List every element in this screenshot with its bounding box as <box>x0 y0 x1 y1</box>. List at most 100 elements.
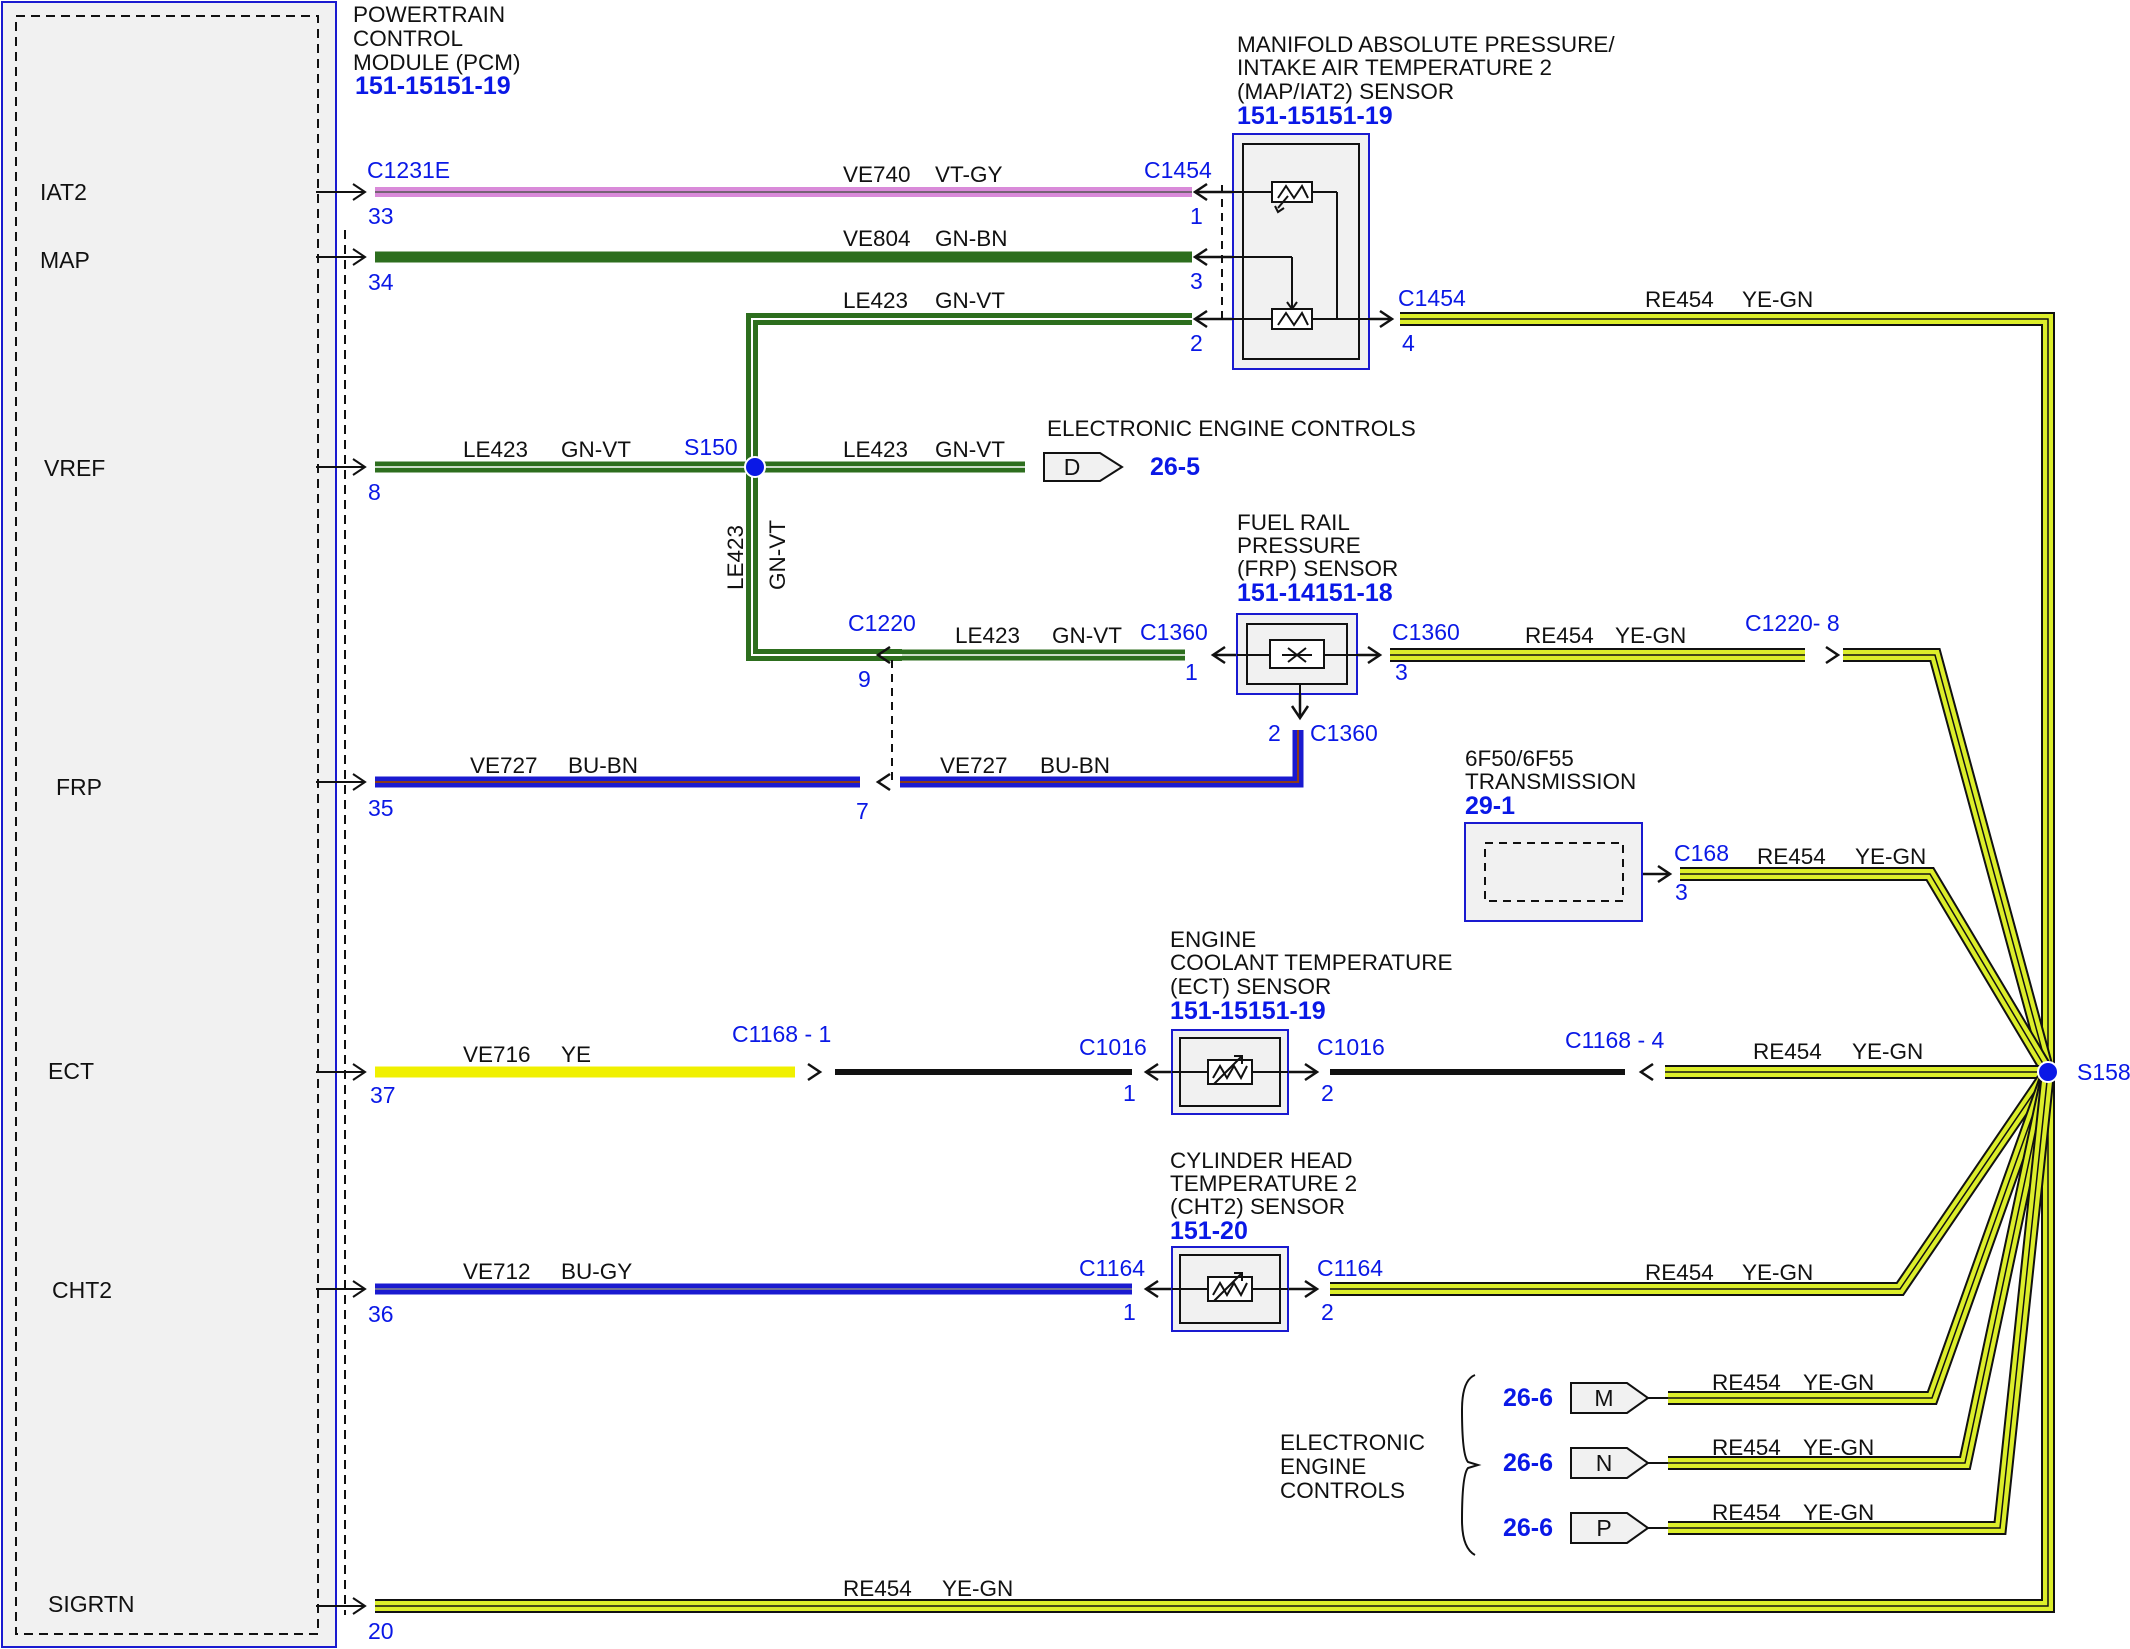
lbl-ve727-b: VE727 <box>940 753 1008 778</box>
lbl-ye-gn-4: YE-GN <box>1852 1039 1923 1064</box>
lbl-re454-3: RE454 <box>1757 844 1826 869</box>
ect-sensor: ENGINE COOLANT TEMPERATURE (ECT) SENSOR … <box>1170 927 1453 1115</box>
pcm-title-2: CONTROL <box>353 26 463 51</box>
lbl-gn-vt-a: GN-VT <box>935 288 1005 313</box>
pin-1-ect: 1 <box>1123 1080 1136 1106</box>
pin-label-vref: VREF <box>44 455 105 481</box>
eec-bottom-ref-p: 26-6 <box>1503 1514 1553 1542</box>
eec-top-title: ELECTRONIC ENGINE CONTROLS <box>1047 416 1416 441</box>
conn-c1168-1: C1168 - 1 <box>732 1021 831 1047</box>
lbl-ve712: VE712 <box>463 1259 531 1284</box>
eec-bottom-title-3: CONTROLS <box>1280 1478 1405 1503</box>
splice-s158-label: S158 <box>2077 1059 2130 1085</box>
cht2-sensor-title-3: (CHT2) SENSOR <box>1170 1194 1345 1219</box>
cht2-sensor-title-2: TEMPERATURE 2 <box>1170 1171 1357 1196</box>
cht2-sensor-title-1: CYLINDER HEAD <box>1170 1148 1353 1173</box>
lbl-ye-gn-3: YE-GN <box>1855 844 1926 869</box>
connector-labels: C1231E C1454 C1454 C1220 C1360 C1360 C13… <box>367 157 1840 1281</box>
eec-bottom-brace <box>1460 1374 1482 1556</box>
cht2-thermistor-glyph <box>1172 1272 1288 1302</box>
pin-9-c1220: 9 <box>858 666 871 692</box>
map-iat2-sensor: MANIFOLD ABSOLUTE PRESSURE/ INTAKE AIR T… <box>1232 32 1615 370</box>
conn-c1360-c: C1360 <box>1310 720 1378 746</box>
pin-35: 35 <box>368 795 394 821</box>
lbl-ve716: VE716 <box>463 1042 531 1067</box>
splices: S150 S158 <box>684 434 2130 1085</box>
conn-c1454-b: C1454 <box>1398 285 1466 311</box>
transmission-ref: 29-1 <box>1465 792 1515 820</box>
pin-label-ect: ECT <box>48 1058 94 1084</box>
eec-tag-p <box>1570 1512 1650 1544</box>
conn-c1220: C1220 <box>848 610 916 636</box>
lbl-ye-gn-7: YE-GN <box>1803 1435 1874 1460</box>
lbl-gn-vt-b: GN-VT <box>561 437 631 462</box>
lbl-le423-vert: LE423 <box>723 525 748 590</box>
pin-3-map: 3 <box>1190 268 1203 294</box>
lbl-re454-7: RE454 <box>1712 1435 1781 1460</box>
pin-numbers: 33 34 8 35 37 36 20 1 3 2 4 9 7 1 3 2 3 … <box>368 203 1688 1644</box>
lbl-ve727-a: VE727 <box>470 753 538 778</box>
pin-2-map: 2 <box>1190 330 1203 356</box>
map-sensor-title-1: MANIFOLD ABSOLUTE PRESSURE/ <box>1237 32 1615 57</box>
ect-sensor-title-2: COOLANT TEMPERATURE <box>1170 950 1453 975</box>
pcm-inner-dashed <box>15 15 319 1635</box>
lbl-ye-gn-1: YE-GN <box>1742 287 1813 312</box>
eec-top: D ELECTRONIC ENGINE CONTROLS 26-5 <box>1043 416 1416 482</box>
conn-c1360-a: C1360 <box>1140 619 1208 645</box>
ect-sensor-title-1: ENGINE <box>1170 927 1256 952</box>
eec-bottom-ref-m: 26-6 <box>1503 1384 1553 1412</box>
lbl-ye-gn-6: YE-GN <box>1803 1370 1874 1395</box>
pin-34: 34 <box>368 269 394 295</box>
pin-20: 20 <box>368 1618 394 1644</box>
frp-sensor-title-2: PRESSURE <box>1237 533 1361 558</box>
pcm-title-3: MODULE (PCM) <box>353 50 521 75</box>
pin-37: 37 <box>370 1082 396 1108</box>
pin-2-frp: 2 <box>1268 720 1281 746</box>
eec-bottom-title-1: ELECTRONIC <box>1280 1430 1425 1455</box>
pin-label-iat2: IAT2 <box>40 179 87 205</box>
eec-top-tag: D <box>1064 454 1081 480</box>
map-sensor-title-3: (MAP/IAT2) SENSOR <box>1237 79 1454 104</box>
conn-c1016-b: C1016 <box>1317 1034 1385 1060</box>
pcm-module: POWERTRAIN CONTROL MODULE (PCM) 151-1515… <box>1 1 521 1648</box>
lbl-re454-8: RE454 <box>1712 1500 1781 1525</box>
pin-2-ect: 2 <box>1321 1080 1334 1106</box>
pin-label-sigrtn: SIGRTN <box>48 1591 134 1617</box>
pin-label-map: MAP <box>40 247 90 273</box>
lbl-ve740: VE740 <box>843 162 911 187</box>
eec-top-connector-tag <box>1043 452 1124 482</box>
frp-sensor-title-1: FUEL RAIL <box>1237 510 1350 535</box>
map-sensor-internals <box>1232 181 1370 330</box>
conn-c1231e: C1231E <box>367 157 450 183</box>
lbl-re454-9: RE454 <box>843 1576 912 1601</box>
cht2-sensor: CYLINDER HEAD TEMPERATURE 2 (CHT2) SENSO… <box>1170 1148 1357 1332</box>
lbl-ve804: VE804 <box>843 226 911 251</box>
lbl-bu-bn-a: BU-BN <box>568 753 638 778</box>
pin-8: 8 <box>368 479 381 505</box>
lbl-re454-1: RE454 <box>1645 287 1714 312</box>
lbl-re454-5: RE454 <box>1645 1260 1714 1285</box>
connector-dashes <box>891 185 1223 782</box>
pin-3-trans: 3 <box>1675 879 1688 905</box>
map-sensor-title-2: INTAKE AIR TEMPERATURE 2 <box>1237 55 1552 80</box>
pin-1-map: 1 <box>1190 203 1203 229</box>
ect-sensor-ref: 151-15151-19 <box>1170 997 1326 1025</box>
eec-tag-n-label: N <box>1596 1450 1613 1476</box>
lbl-gn-vt-vert: GN-VT <box>765 520 790 590</box>
lbl-bu-bn-b: BU-BN <box>1040 753 1110 778</box>
conn-c1168-4: C1168 - 4 <box>1565 1027 1665 1053</box>
lbl-gn-vt-c: GN-VT <box>935 437 1005 462</box>
pcm-ref: 151-15151-19 <box>355 72 511 100</box>
conn-c1016-a: C1016 <box>1079 1034 1147 1060</box>
pin-3-frp: 3 <box>1395 659 1408 685</box>
pcm-title-1: POWERTRAIN <box>353 2 505 27</box>
eec-bottom-title-2: ENGINE <box>1280 1454 1366 1479</box>
conn-c1164-a: C1164 <box>1079 1255 1145 1281</box>
splice-s150-dot <box>744 456 766 478</box>
pin-7-c1220: 7 <box>856 798 869 824</box>
frp-element-glyph <box>1237 647 1358 698</box>
pin-33: 33 <box>368 203 394 229</box>
lbl-le423-c: LE423 <box>843 437 908 462</box>
wire-ve727 <box>375 730 1304 788</box>
